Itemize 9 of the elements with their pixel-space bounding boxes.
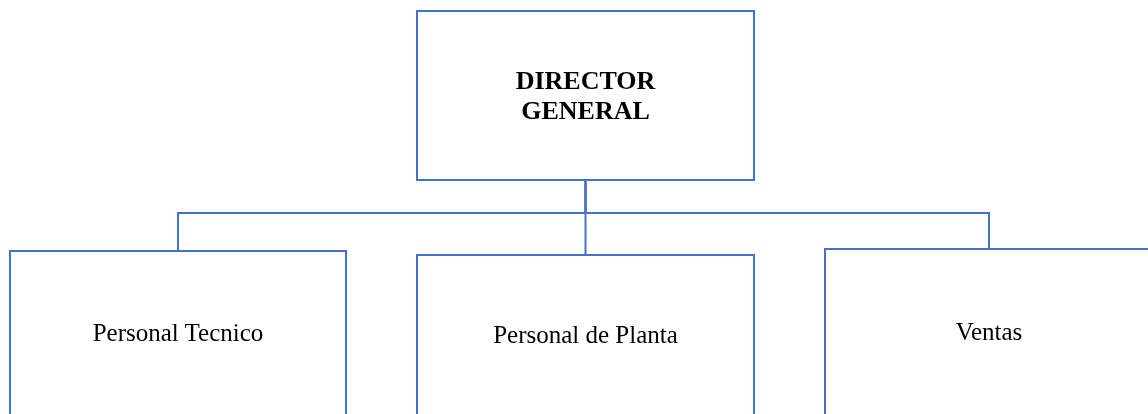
org-box — [416, 10, 755, 181]
connector-line — [584, 180, 990, 249]
box-label: Ventas — [955, 317, 1023, 347]
org-box — [9, 250, 347, 414]
org-box — [416, 254, 755, 414]
box-label: Personal de Planta — [493, 320, 678, 350]
box-label: Personal Tecnico — [92, 318, 264, 348]
box-label: DIRECTOR GENERAL — [514, 65, 657, 126]
org-box — [824, 248, 1148, 414]
